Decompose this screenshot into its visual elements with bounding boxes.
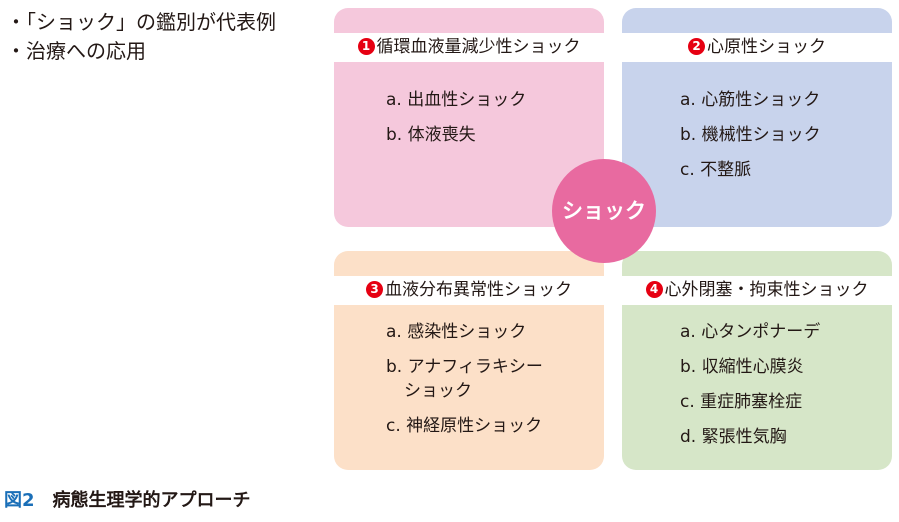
figure-caption: 図2 病態生理学的アプローチ: [4, 486, 251, 512]
box-title: 循環血液量減少性ショック: [376, 37, 581, 57]
note: ・「ショック」の鑑別が代表例: [6, 10, 276, 34]
number-badge: 2: [688, 38, 705, 55]
note: ・治療への応用: [6, 39, 146, 63]
number-badge: 3: [366, 281, 383, 298]
center-circle: ショック: [552, 159, 656, 263]
list-item: a. 心タンポナーデ: [680, 322, 821, 342]
box-title: 血液分布異常性ショック: [385, 280, 572, 300]
box-title: 心外閉塞・拘束性ショック: [664, 280, 869, 300]
list-item: b. 収縮性心膜炎: [680, 357, 804, 377]
figure-title: 病態生理学的アプローチ: [52, 490, 251, 511]
list-item: c. 神経原性ショック: [386, 416, 543, 436]
list-item: ショック: [404, 381, 472, 401]
number-badge: 1: [357, 38, 375, 55]
list-item: a. 感染性ショック: [386, 322, 527, 342]
list-item: d. 緊張性気胸: [680, 427, 787, 447]
notes: ・「ショック」の鑑別が代表例 ・治療への応用: [6, 8, 276, 66]
list-item: b. 機械性ショック: [680, 125, 821, 145]
list-item: b. アナフィラキシー: [386, 357, 543, 377]
number-badge: 4: [645, 281, 663, 298]
list-item: c. 不整脈: [680, 160, 752, 180]
box-title: 心原性ショック: [707, 37, 826, 57]
list-item: a. 心筋性ショック: [680, 90, 821, 110]
figure-label: 図2: [4, 490, 35, 511]
list-item: c. 重症肺塞栓症: [680, 392, 803, 412]
list-item: a. 出血性ショック: [386, 90, 527, 110]
list-item: b. 体液喪失: [386, 125, 476, 145]
